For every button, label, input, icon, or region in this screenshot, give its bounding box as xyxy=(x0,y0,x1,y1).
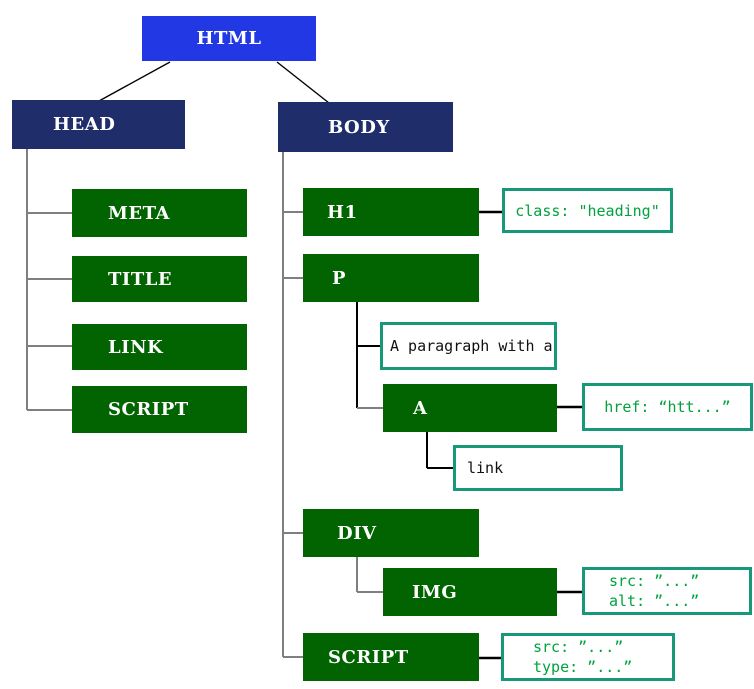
text-node-link: link xyxy=(453,445,623,491)
node-body: BODY xyxy=(278,102,453,152)
node-script-body-label: SCRIPT xyxy=(328,646,409,668)
node-head: HEAD xyxy=(12,100,185,149)
annotation-script-type: type: ”...” xyxy=(533,658,633,676)
annotation-script-src: src: ”...” xyxy=(533,638,624,656)
node-head-label: HEAD xyxy=(53,114,116,135)
node-title-label: TITLE xyxy=(108,268,173,290)
connector-html-head xyxy=(98,61,171,102)
node-link: LINK xyxy=(72,324,247,370)
node-a-label: A xyxy=(413,397,428,419)
node-body-label: BODY xyxy=(328,116,390,138)
text-node-paragraph-value: A paragraph with a xyxy=(390,337,553,355)
annotation-h1-attrs-text: class: "heading" xyxy=(515,201,660,220)
node-img: IMG xyxy=(383,568,557,616)
annotation-h1-attrs: class: "heading" xyxy=(502,188,673,233)
annotation-img-src: src: ”...” xyxy=(609,572,700,590)
node-img-label: IMG xyxy=(412,581,458,603)
annotation-img-attrs: src: ”...” alt: ”...” xyxy=(582,567,752,615)
node-script-head-label: SCRIPT xyxy=(108,399,189,420)
node-script-head: SCRIPT xyxy=(72,386,247,433)
node-meta-label: META xyxy=(108,202,171,224)
node-p: P xyxy=(303,254,479,302)
connector-html-body xyxy=(276,61,330,104)
node-script-body: SCRIPT xyxy=(303,633,479,681)
node-div: DIV xyxy=(303,509,479,557)
node-link-label: LINK xyxy=(108,336,164,358)
node-title: TITLE xyxy=(72,256,247,302)
node-html: HTML xyxy=(142,16,316,61)
node-a: A xyxy=(383,384,557,432)
node-html-label: HTML xyxy=(196,28,262,49)
node-h1: H1 xyxy=(303,188,479,236)
node-div-label: DIV xyxy=(337,522,377,544)
annotation-a-attrs: href: “htt...” xyxy=(582,383,753,431)
annotation-img-alt: alt: ”...” xyxy=(609,592,700,610)
text-node-paragraph: A paragraph with a xyxy=(380,322,557,370)
annotation-script-attrs: src: ”...” type: ”...” xyxy=(501,633,675,681)
annotation-a-attrs-text: href: “htt...” xyxy=(604,398,731,416)
node-h1-label: H1 xyxy=(327,201,358,223)
node-meta: META xyxy=(72,189,247,237)
node-p-label: P xyxy=(332,267,347,289)
text-node-link-value: link xyxy=(467,459,504,477)
